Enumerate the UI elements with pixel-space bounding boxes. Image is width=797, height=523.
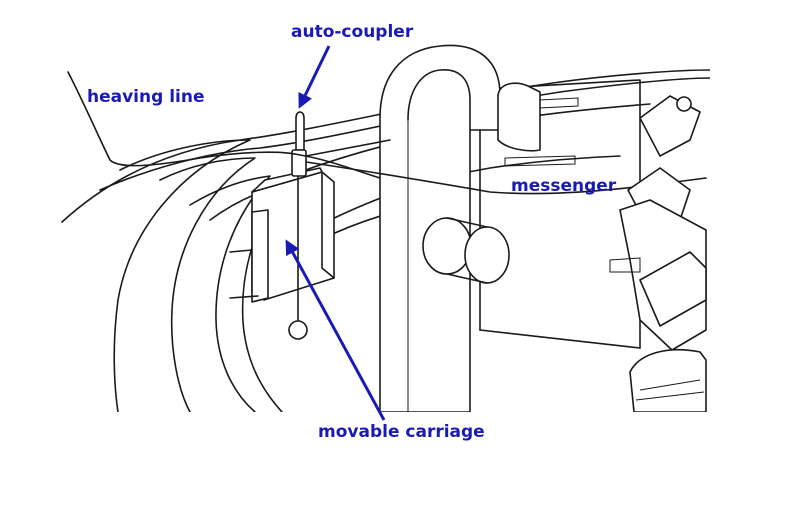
carriage-slot-lower [229,249,259,299]
messenger-rope [305,161,707,195]
rail-curve-inner [159,157,256,412]
winch-cylinder [639,251,707,327]
post-bend-inner [407,69,471,131]
deck-curve-1 [189,175,271,412]
heaving-line-rope [67,71,381,179]
bulwark-outer-edge [61,69,710,223]
winch-pivot-1 [676,96,692,112]
post-knob-back [422,217,472,275]
bulkhead-panel-2 [504,155,576,167]
post-knob-front [464,226,510,284]
winch-detail-lines [609,257,705,401]
post-knob-side [446,217,488,284]
auto-coupler-body [291,149,307,177]
winch-gear [629,349,707,412]
bulkhead-bottom [479,329,641,349]
auto-coupler-label: auto-coupler [291,22,414,42]
movable-carriage-label: movable carriage [318,422,485,442]
heaving-line-label: heaving line [87,87,205,107]
messenger-label: messenger [511,176,617,196]
cross-rope [305,139,391,157]
rail-curve-outer [113,139,251,412]
arrow-movable-carriage [285,239,386,421]
bulkhead-top [499,79,641,101]
carriage-box-edge [321,171,335,279]
track-curve-lower [329,155,621,221]
carriage-bracket [251,209,269,303]
auto-coupler-weight [288,320,308,340]
arrow-auto-coupler [298,45,331,109]
post-cap-top [497,82,541,152]
auto-coupler-hook [295,111,305,151]
